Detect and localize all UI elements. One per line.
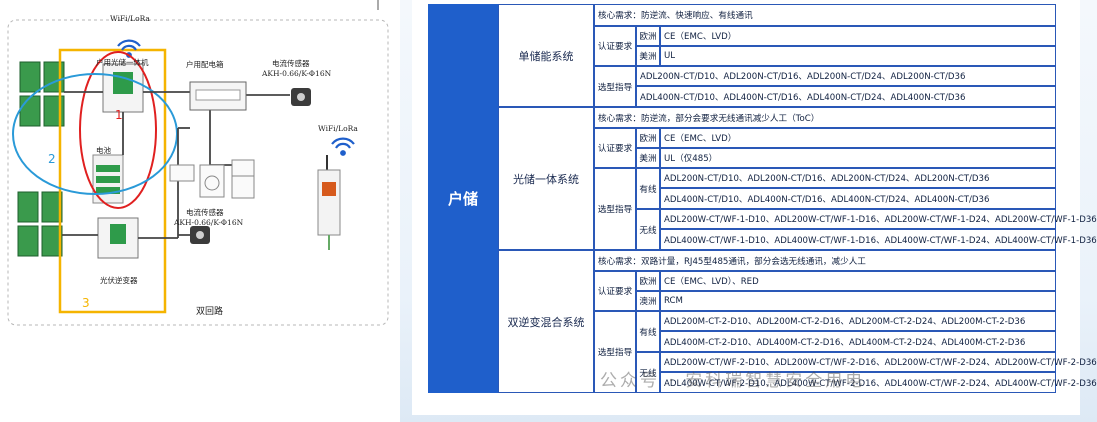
cert-region-2-1: 欧洲 — [636, 128, 660, 148]
pv-inverter-label: 光伏逆变器 — [100, 276, 138, 285]
cert-label-3: 认证要求 — [594, 271, 636, 311]
select-label-3: 选型指导 — [594, 311, 636, 393]
hybrid-inverter-device — [102, 63, 144, 113]
house-boundary — [7, 19, 389, 326]
core-requirement-1: 核心需求：防逆流、快速响应、有线通讯 — [594, 4, 1056, 26]
dual-circuit-label: 双回路 — [196, 307, 224, 317]
select-label-1: 选型指导 — [594, 66, 636, 107]
select-label-2: 选型指导 — [594, 168, 636, 250]
wifi-icon-right — [331, 137, 355, 156]
core-requirement-2: 核心需求：防逆流，部分会要求无线通讯减少人工（ToC） — [594, 107, 1056, 128]
cert-value-2-2: UL（仅485） — [660, 148, 1056, 168]
sensor-top-model: AKH-0.66/K-Φ16N — [262, 69, 332, 78]
circle-blue — [12, 73, 178, 195]
circle-red — [79, 51, 157, 209]
wireless-label-2: 无线 — [636, 209, 660, 250]
marker-3: 3 — [82, 296, 90, 310]
sensor-top-title: 电流传感器 — [272, 59, 310, 68]
pv-inverter-device — [97, 217, 139, 259]
cert-value-1-1: CE（EMC、LVD） — [660, 26, 1056, 46]
distribution-box-device — [189, 81, 247, 111]
solar-panel-array-bottom — [17, 191, 63, 257]
marker-2: 2 — [48, 152, 56, 166]
frame-yellow — [58, 48, 167, 314]
category-cell: 户储 — [428, 4, 498, 393]
wireless-row-3-2: ADL400W-CT/WF-2-D10、ADL400W-CT/WF-2-D16、… — [660, 372, 1097, 393]
wired-row-3-2: ADL400M-CT-2-D10、ADL400M-CT-2-D16、ADL400… — [660, 331, 1056, 352]
wireless-row-3-1: ADL200W-CT/WF-2-D10、ADL200W-CT/WF-2-D16、… — [660, 352, 1097, 372]
distribution-box-label: 户用配电箱 — [186, 60, 224, 69]
current-sensor-bottom-device — [190, 226, 210, 244]
cert-value-3-2: RCM — [660, 291, 1056, 311]
wireless-label-3: 无线 — [636, 352, 660, 393]
wired-label-2: 有线 — [636, 168, 660, 209]
sensor-bottom-title: 电流传感器 — [186, 208, 224, 217]
appliances — [169, 159, 255, 199]
current-sensor-top-device — [291, 88, 311, 106]
sensor-bottom-model: AKH-0.66/K-Φ16N — [174, 218, 244, 227]
system-diagram: WiFi/LoRa 户用光储一体机 户用配电箱 电流传感器 AKH-0.66/K… — [0, 0, 400, 422]
model-row-1-1: ADL200N-CT/D10、ADL200N-CT/D16、ADL200N-CT… — [636, 66, 1056, 86]
cert-region-3-1: 欧洲 — [636, 271, 660, 291]
battery-device — [92, 154, 124, 204]
wifi-label-top: WiFi/LoRa — [110, 14, 150, 23]
hybrid-inverter-label: 户用光储一体机 — [96, 58, 149, 67]
cert-label-2: 认证要求 — [594, 128, 636, 168]
wired-row-3-1: ADL200M-CT-2-D10、ADL200M-CT-2-D16、ADL200… — [660, 311, 1056, 331]
core-requirement-3: 核心需求：双路计量，RJ45型485通讯，部分会选无线通讯，减少人工 — [594, 250, 1056, 271]
cert-value-3-1: CE（EMC、LVD）、RED — [660, 271, 1056, 291]
wired-row-2-1: ADL200N-CT/D10、ADL200N-CT/D16、ADL200N-CT… — [660, 168, 1056, 188]
wifi-label-right: WiFi/LoRa — [318, 124, 358, 133]
model-row-1-2: ADL400N-CT/D10、ADL400N-CT/D16、ADL400N-CT… — [636, 86, 1056, 107]
cert-region-1-2: 美洲 — [636, 46, 660, 66]
wired-label-3: 有线 — [636, 311, 660, 352]
cert-region-1-1: 欧洲 — [636, 26, 660, 46]
cert-label-1: 认证要求 — [594, 26, 636, 66]
system-name-2: 光储一体系统 — [498, 107, 594, 250]
watermark: 公众号 · 安科瑞智慧安全用电 — [600, 371, 866, 391]
system-name-3: 双逆变混合系统 — [498, 250, 594, 393]
cert-value-1-2: UL — [660, 46, 1056, 66]
cert-region-2-2: 美洲 — [636, 148, 660, 168]
marker-1: 1 — [115, 108, 123, 122]
wireless-row-2-1: ADL200W-CT/WF-1-D10、ADL200W-CT/WF-1-D16、… — [660, 209, 1097, 229]
battery-label: 电池 — [96, 146, 111, 155]
cert-region-3-2: 澳洲 — [636, 291, 660, 311]
wireless-row-2-2: ADL400W-CT/WF-1-D10、ADL400W-CT/WF-1-D16、… — [660, 229, 1097, 250]
system-name-1: 单储能系统 — [498, 4, 594, 107]
wireless-meter-device — [317, 155, 341, 250]
wired-row-2-2: ADL400N-CT/D10、ADL400N-CT/D16、ADL400N-CT… — [660, 188, 1056, 209]
cert-value-2-1: CE（EMC、LVD） — [660, 128, 1056, 148]
diagram-graphic — [0, 0, 400, 422]
